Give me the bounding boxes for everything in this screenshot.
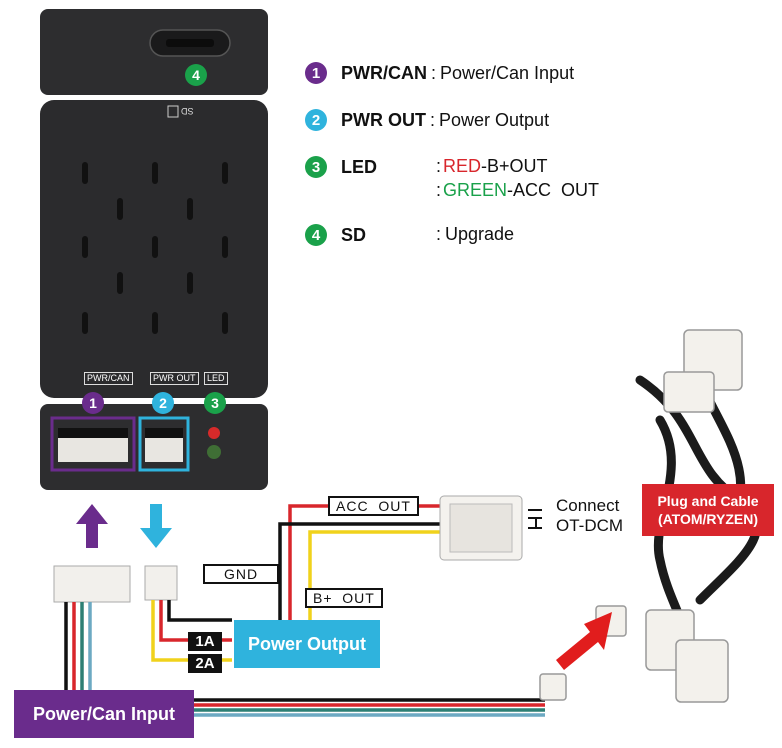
legend-led-green: GREEN <box>443 180 508 200</box>
amp-label-2a: 2A <box>188 654 222 673</box>
connect-line2: OT-DCM <box>556 516 624 535</box>
legend-item-led: 3 LED <box>305 156 377 178</box>
legend-led-line2: : GREEN -ACC OUT <box>436 180 599 201</box>
legend-led-green-desc: -ACC OUT <box>507 180 600 200</box>
port-badge-2: 2 <box>152 392 174 414</box>
pwr-can-port-frame <box>50 416 136 472</box>
power-can-input-box: Power/Can Input <box>14 690 194 738</box>
power-output-box: Power Output <box>234 620 380 668</box>
plug-and-cable-badge: Plug and Cable (ATOM/RYZEN) <box>642 484 774 536</box>
port-badge-1: 1 <box>82 392 104 414</box>
legend-sep: : <box>436 224 442 244</box>
legend-label: LED <box>341 156 377 177</box>
legend-badge-4: 4 <box>305 224 327 246</box>
harness-plugs <box>539 329 743 703</box>
legend-led-line1: : RED -B+OUT <box>436 156 548 177</box>
legend-desc: Power/Can Input <box>440 62 575 83</box>
legend-led-red: RED <box>443 156 482 176</box>
wire-label-b-plus-out: B+ OUT <box>305 588 383 608</box>
wire-label-acc-out: ACC OUT <box>328 496 419 516</box>
legend-item-pwr-can: 1 PWR/CAN : Power/Can Input <box>305 62 574 84</box>
led-green <box>207 445 221 459</box>
legend-sep: : <box>436 156 442 176</box>
arrow-red <box>556 612 612 670</box>
led-red <box>208 427 220 439</box>
legend-label: SD <box>341 224 367 245</box>
legend-desc: Upgrade <box>445 224 515 244</box>
legend-label: PWR/CAN <box>341 62 427 83</box>
plug-line2: (ATOM/RYZEN) <box>657 511 759 527</box>
connect-ot-dcm-label: Connect OT-DCM <box>556 496 623 536</box>
connect-symbol <box>528 509 542 529</box>
vent-slots <box>82 162 228 334</box>
pwr-out-plug <box>144 565 178 601</box>
legend-item-pwr-out: 2 PWR OUT : Power Output <box>305 109 549 131</box>
legend-sd-desc-row: : Upgrade <box>436 224 514 245</box>
legend-desc: Power Output <box>439 109 550 130</box>
port-badge-3: 3 <box>204 392 226 414</box>
pwr-can-plug <box>53 565 131 603</box>
connect-line1: Connect <box>556 496 620 515</box>
arrow-up-purple <box>76 504 108 548</box>
legend-sep: : <box>436 180 442 200</box>
port-label-pwr-out: PWR OUT <box>150 372 199 385</box>
legend-label: PWR OUT <box>341 109 426 130</box>
legend-led-red-desc: -B+OUT <box>481 156 548 176</box>
sd-badge: 4 <box>185 64 207 86</box>
legend-badge-3: 3 <box>305 156 327 178</box>
sd-slot-inner <box>166 39 214 47</box>
legend-sep: : <box>430 109 436 130</box>
port-label-pwr-can: PWR/CAN <box>84 372 133 385</box>
sd-marking: SD <box>181 106 194 116</box>
wire-label-gnd: GND <box>203 564 279 584</box>
port-label-led: LED <box>204 372 228 385</box>
output-wires <box>151 600 232 662</box>
sd-mark-icon <box>167 105 179 118</box>
legend-badge-2: 2 <box>305 109 327 131</box>
legend-badge-1: 1 <box>305 62 327 84</box>
legend-item-sd: 4 SD <box>305 224 366 246</box>
legend-sep: : <box>431 62 437 83</box>
amp-label-1a: 1A <box>188 632 222 651</box>
arrow-down-cyan <box>140 504 172 548</box>
pwr-out-port-frame <box>138 416 190 472</box>
plug-line1: Plug and Cable <box>657 493 759 509</box>
